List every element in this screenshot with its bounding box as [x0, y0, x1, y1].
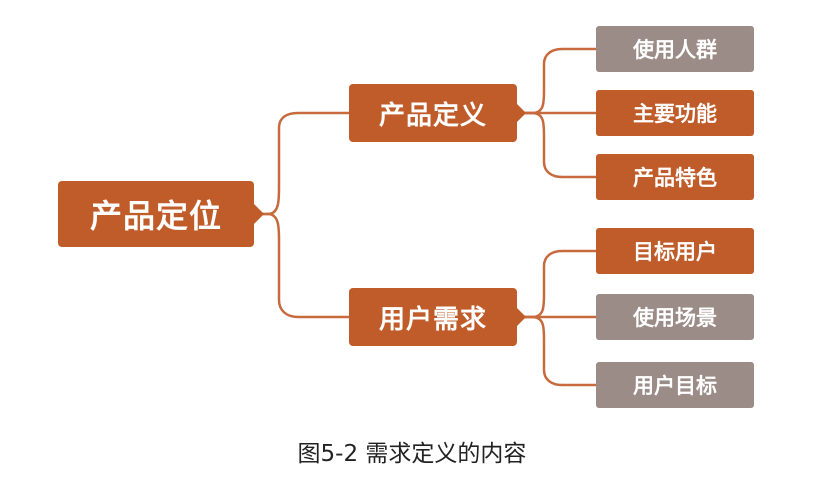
leaf-node-product-features: 产品特色 — [596, 154, 754, 200]
branch-node-label: 用户需求 — [378, 304, 487, 335]
connector-branch-2-to-leaf-3 — [517, 315, 596, 387]
connector-root-to-branch-2 — [254, 212, 349, 319]
branch-node-label: 产品定义 — [378, 100, 487, 131]
branch-node-product-definition: 产品定义 — [349, 84, 517, 142]
leaf-node-user-goals: 用户目标 — [596, 362, 754, 408]
connector-branch-1-to-leaf-3 — [517, 111, 596, 179]
leaf-node-label: 目标用户 — [633, 240, 717, 264]
branch-2-notch — [517, 308, 526, 326]
leaf-node-label: 产品特色 — [633, 166, 717, 190]
leaf-node-label: 主要功能 — [633, 102, 717, 126]
leaf-node-label: 使用场景 — [633, 306, 717, 330]
leaf-node-label: 使用人群 — [633, 38, 717, 62]
leaf-node-target-users: 目标用户 — [596, 228, 754, 274]
leaf-node-label: 用户目标 — [633, 374, 717, 398]
root-node-label: 产品定位 — [89, 197, 222, 235]
leaf-node-user-group: 使用人群 — [596, 26, 754, 72]
connector-root-to-branch-1 — [254, 111, 349, 216]
figure-caption: 图5-2 需求定义的内容 — [297, 441, 527, 467]
root-node: 产品定位 — [58, 181, 254, 247]
branch-1-notch — [517, 104, 526, 122]
connector-branch-2-to-leaf-1 — [517, 249, 596, 319]
branch-node-user-needs: 用户需求 — [349, 288, 517, 346]
leaf-node-usage-scenario: 使用场景 — [596, 294, 754, 340]
root-notch — [254, 204, 264, 224]
leaf-node-main-functions: 主要功能 — [596, 90, 754, 136]
connector-branch-1-to-leaf-1 — [517, 47, 596, 115]
